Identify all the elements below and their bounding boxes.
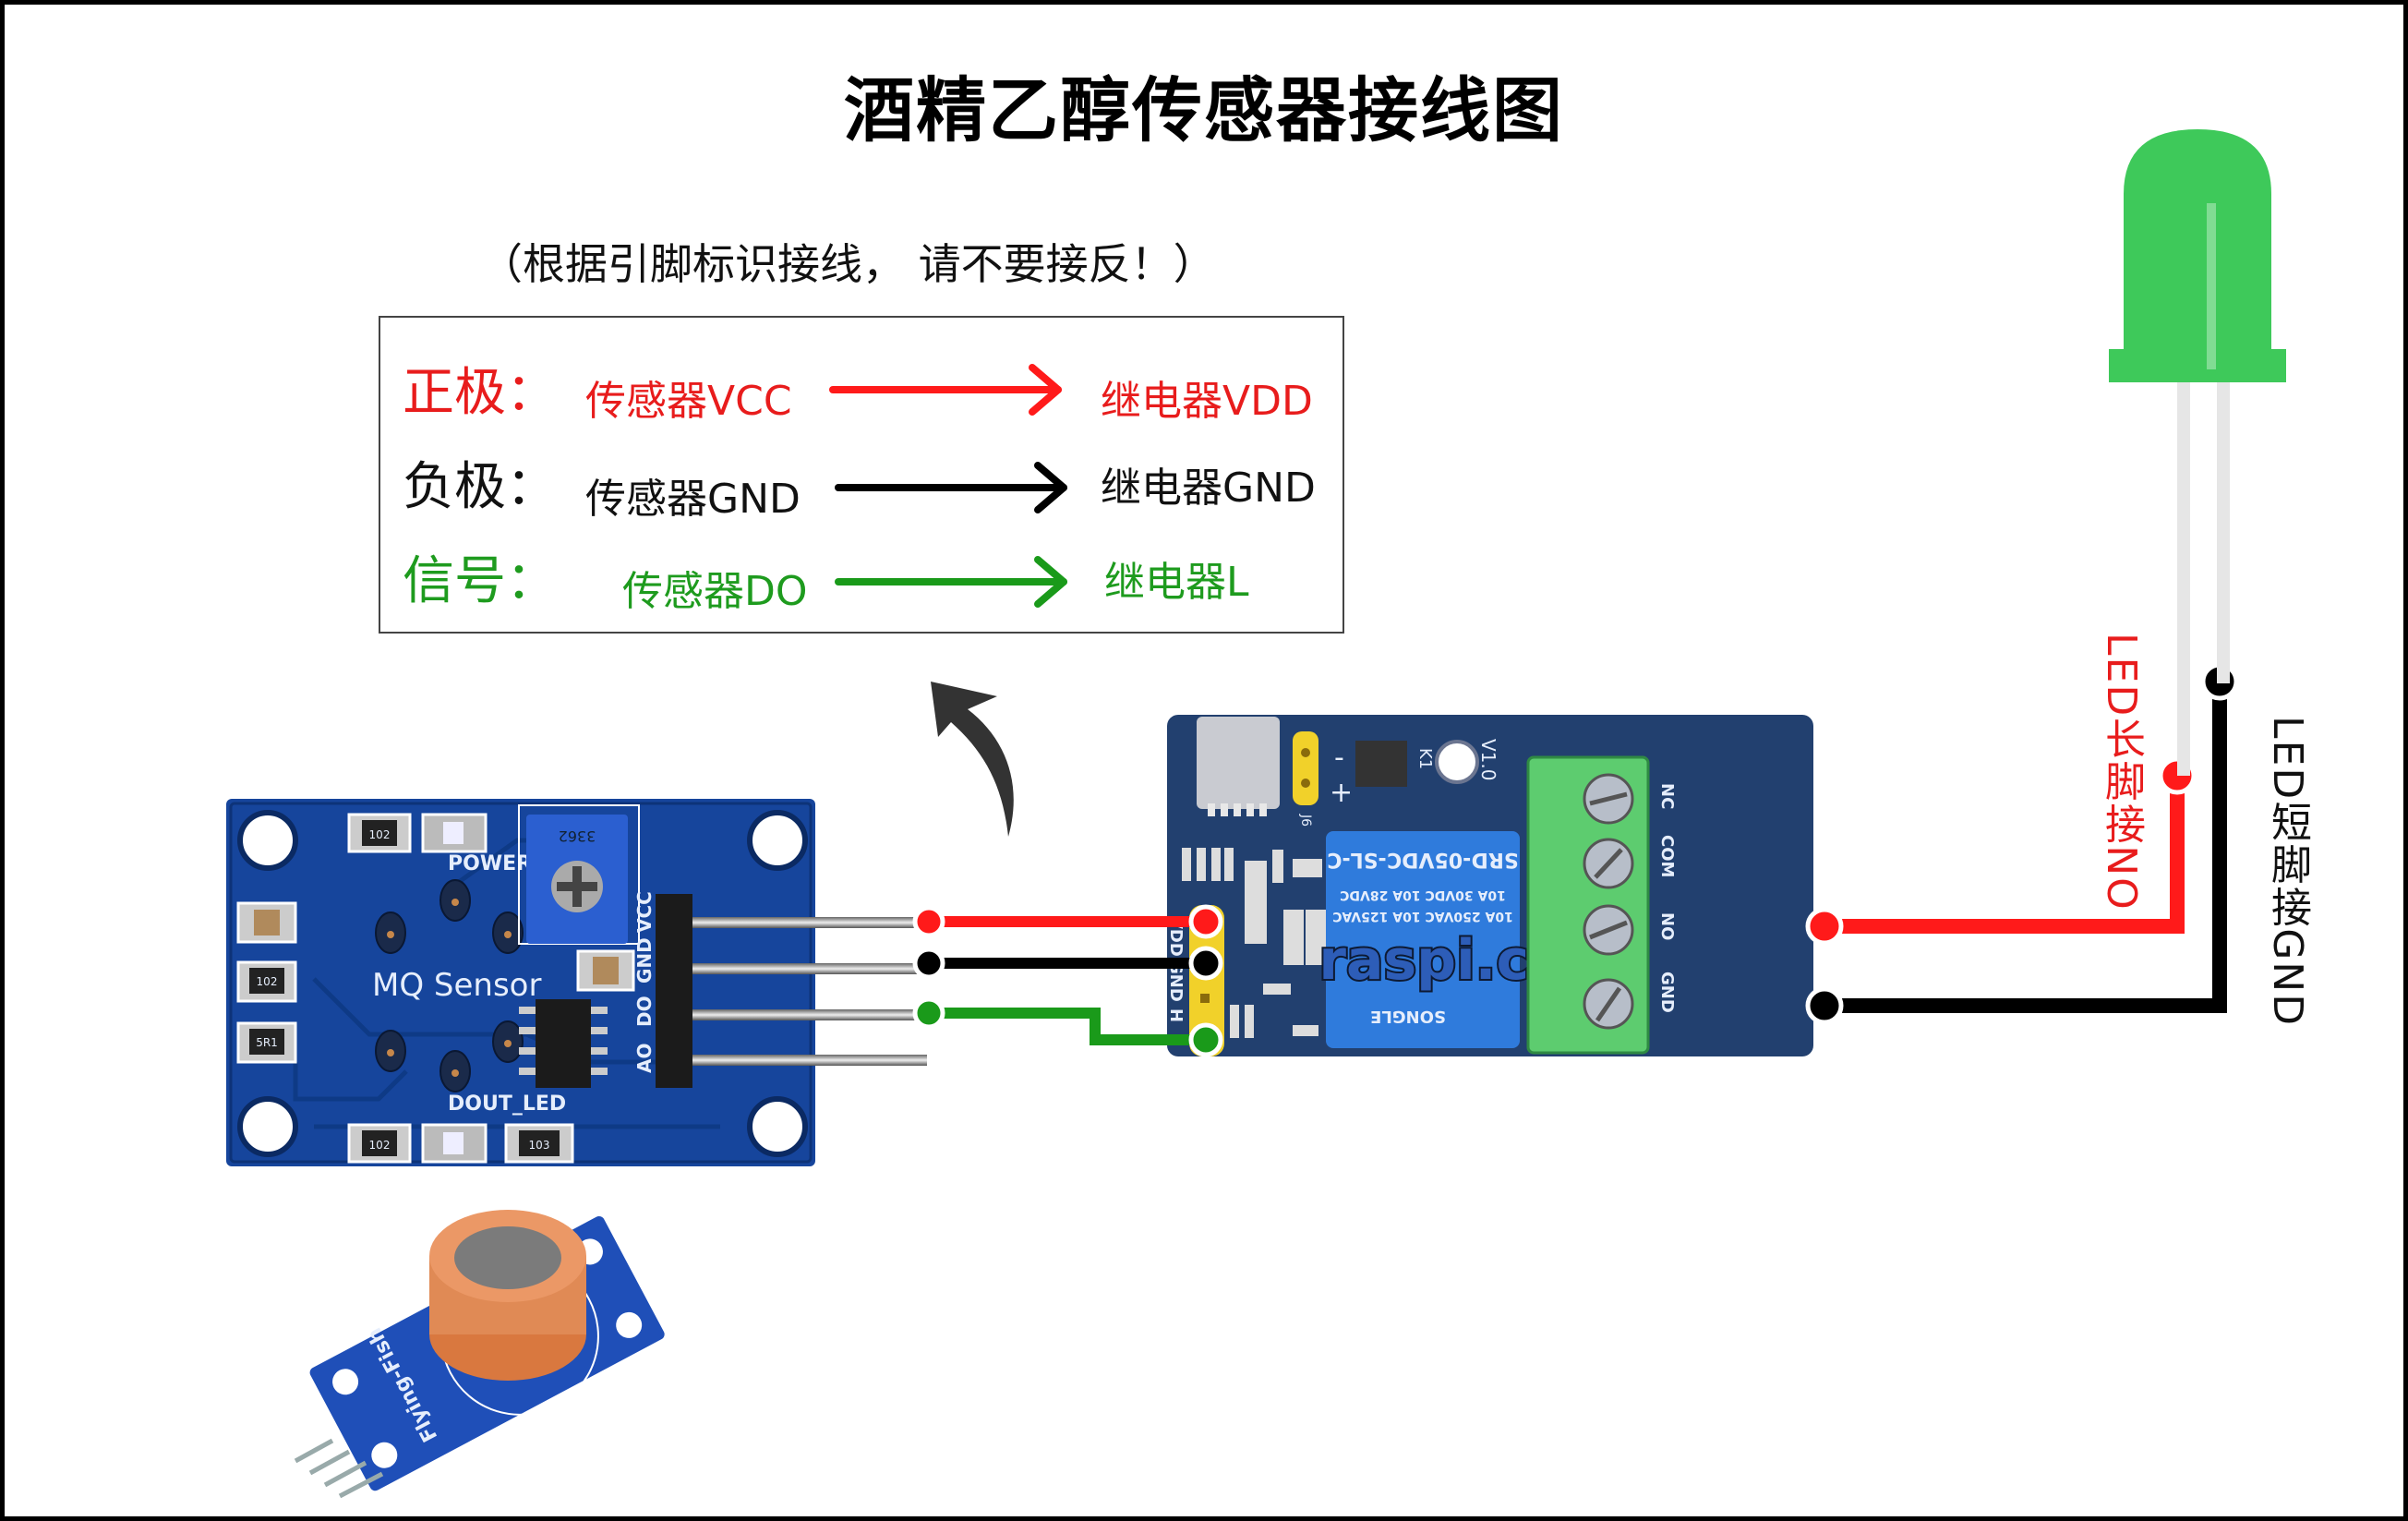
legend-label: 信号： [403,551,558,611]
svg-text:5R1: 5R1 [256,1036,278,1049]
svg-text:SONGLE: SONGLE [1370,1007,1446,1026]
sensor-pins [692,917,933,1066]
svg-text:SRD-05VDC-SL-C: SRD-05VDC-SL-C [1327,848,1518,871]
mounting-holes [237,810,808,1157]
svg-text:DO: DO [633,996,656,1027]
relay-module [1326,831,1520,1048]
wire-no-to-led [1824,776,2185,934]
page-title: 酒精乙醇传感器接线图 [844,69,1564,151]
wiring-note: （根据引脚标识接线， 请不要接反！） [480,239,1216,289]
legend-row-vcc: 正极： 传感器VCC 继电器VDD [380,351,1342,425]
board-name: MQ Sensor [372,967,541,1004]
svg-text:GND: GND [1166,960,1186,1002]
legend-label: 正极： [403,363,558,423]
wire-signal [929,1008,1206,1045]
svg-text:K1: K1 [1415,748,1435,769]
terminal-block [1526,755,1650,1055]
svg-text:3362: 3362 [559,827,596,845]
svg-text:10A 30VDC 10A 28VDC: 10A 30VDC 10A 28VDC [1340,887,1506,902]
connection-dot [912,905,945,938]
sensor-mesh [454,1226,561,1289]
svg-text:J6: J6 [1298,814,1313,827]
svg-text:10A 250VAC 10A 125VAC: 10A 250VAC 10A 125VAC [1332,909,1513,923]
pin-vcc [692,917,933,928]
smd-components: 102 102 5R1 102 103 [236,813,635,1164]
ic-chip [536,999,591,1088]
mq-sensor-board: 102 102 5R1 102 103 POWER_LED DOUT_LED M… [226,799,815,1166]
svg-text:VCC: VCC [633,891,656,933]
svg-text:NC: NC [1657,783,1677,809]
legend-source: 传感器DO [622,568,808,615]
jumper-j6 [1293,731,1318,805]
sensor-photo: Flying-Fish [294,1210,665,1499]
svg-text:H: H [1166,1008,1186,1022]
wire-gnd-to-led [1824,682,2227,1013]
legend-target: 继电器L [1104,559,1249,606]
dout-led-label: DOUT_LED [448,1092,566,1116]
svg-text:102: 102 [369,828,391,841]
connection-dot [1805,986,1844,1025]
svg-text:102: 102 [369,1139,391,1152]
svg-text:+: + [1330,777,1353,809]
curved-arrow-icon [931,682,1014,837]
legend-source: 传感器GND [585,476,801,523]
connection-dot [912,996,945,1030]
svg-text:103: 103 [529,1139,550,1152]
watermark: raspi.cc [1318,928,1561,993]
wiring-legend: 正极： 传感器VCC 继电器VDD 负极： 传感器GND 继电器GND 信号： … [379,316,1344,634]
connection-dot [1805,907,1844,946]
arrow-right-icon [829,364,1062,416]
legend-row-signal: 信号： 传感器DO 继电器L [380,539,1342,615]
svg-text:COM: COM [1657,835,1677,877]
svg-text:102: 102 [257,975,278,988]
svg-text:V1.0: V1.0 [1477,739,1499,781]
legend-target: 继电器VDD [1101,378,1313,425]
legend-source: 传感器VCC [585,378,792,425]
pin-gnd [692,963,933,974]
pin-do [692,1009,933,1020]
arrow-right-icon [835,556,1067,608]
pin-header [656,894,692,1088]
sensor-pins-photo [294,1438,384,1499]
arrow-right-icon [835,462,1067,513]
usb-c-port [1197,717,1280,809]
svg-text:NO: NO [1657,912,1677,940]
legend-row-gnd: 负极： 传感器GND 继电器GND [380,445,1342,523]
pin-ao [692,1055,927,1066]
legend-label: 负极： [403,457,558,517]
connection-dot [912,947,945,980]
input-header [1189,905,1224,1056]
connection-dot [1188,904,1223,939]
svg-text:-: - [1334,742,1344,774]
led-long-leg-label: LED长脚接NO [2098,633,2145,911]
svg-text:GND: GND [633,937,656,984]
svg-text:AO: AO [633,1044,656,1073]
legend-target: 继电器GND [1101,465,1316,512]
connection-dot [1188,1022,1223,1057]
led-short-leg-label: LED短脚接GND [2264,716,2311,1028]
svg-text:GND: GND [1657,972,1677,1013]
diode-k1 [1355,741,1407,787]
led-component [2109,129,2286,776]
connection-dot [1188,946,1223,981]
